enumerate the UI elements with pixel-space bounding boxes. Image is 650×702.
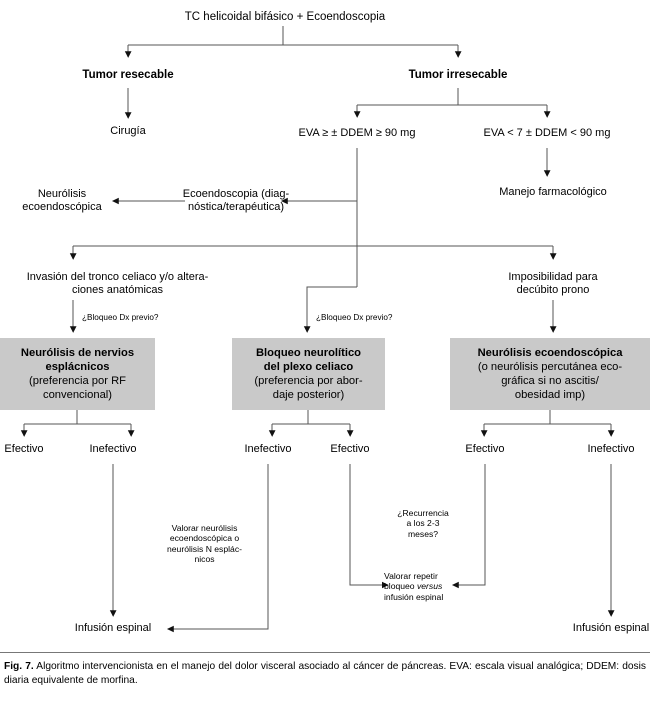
outcome-4-label: Efectivo	[330, 443, 370, 455]
node-manejo-farmacologico: Manejo farmacológico	[463, 186, 643, 199]
gbox1-title-line1: Neurólisis de nervios	[20, 347, 135, 359]
gbox3-sub-line2: gráfica si no ascitis/	[501, 375, 599, 387]
terminal-infusion-espinal-left: Infusión espinal	[55, 622, 171, 635]
node-root-label: TC helicoidal bifásico + Ecoendoscopia	[184, 11, 386, 23]
node-imposibilidad-line1: Imposibilidad para	[508, 271, 598, 283]
annotation-valorar-repetir-line2: bloqueo versus	[384, 581, 458, 591]
label-bloqueo-dx-previo-middle: ¿Bloqueo Dx previo?	[316, 313, 436, 323]
node-manejo-farmacologico-label: Manejo farmacológico	[499, 186, 607, 198]
outcome-3: Inefectivo	[227, 443, 309, 456]
node-ecoendoscopia-line2: nóstica/terapéutica)	[188, 201, 284, 214]
terminal-infusion-espinal-right-label: Infusión espinal	[572, 622, 650, 634]
annotation-valorar-repetir-line1: Valorar repetir	[384, 571, 438, 581]
annotation-recurrencia-line1: ¿Recurrencia	[397, 508, 449, 518]
label-bloqueo-dx-previo-left: ¿Bloqueo Dx previo?	[82, 313, 202, 323]
annotation-valorar-neurolisis-line1: Valorar neurólisis	[171, 523, 238, 533]
annotation-recurrencia: ¿Recurrencia a los 2-3 meses?	[378, 508, 468, 539]
annotation-valorar-repetir-bloqueo: Valorar repetir bloqueo versus infusión …	[384, 571, 458, 602]
gbox1-sub-line1: (preferencia por RF	[29, 375, 126, 387]
node-imposibilidad-line2: decúbito prono	[516, 284, 590, 297]
annotation-valorar-repetir-line2-a: bloqueo	[384, 581, 417, 592]
node-imposibilidad-decubito-prono: Imposibilidad para decúbito prono	[463, 271, 643, 298]
annotation-valorar-neurolisis: Valorar neurólisis ecoendoscópica o neur…	[147, 523, 262, 565]
node-eva-alta: EVA ≥ ± DDEM ≥ 90 mg	[267, 127, 447, 140]
annotation-valorar-repetir-line3: infusión espinal	[384, 591, 444, 602]
node-eva-baja: EVA < 7 ± DDEM < 90 mg	[457, 127, 637, 140]
node-tumor-resecable: Tumor resecable	[43, 68, 213, 82]
annotation-recurrencia-line2: a los 2-3	[406, 518, 440, 529]
node-invasion-line1: Invasión del tronco celiaco y/o altera-	[26, 271, 209, 283]
gbox2-sub-line1: (preferencia por abor-	[254, 375, 363, 387]
figure-caption-text: Algoritmo intervencionista en el manejo …	[4, 661, 646, 686]
node-cirugia: Cirugía	[68, 125, 188, 138]
node-neurolisis-ecoendoscopica-left: Neurólisis ecoendoscópica	[8, 188, 116, 215]
gbox2-sub-line2: daje posterior)	[272, 389, 345, 401]
gbox1-sub-line2: convencional)	[42, 389, 113, 401]
annotation-valorar-neurolisis-line4: nicos	[194, 554, 215, 565]
gbox1-title-line2: esplácnicos	[45, 361, 110, 373]
outcome-1-label: Efectivo	[4, 443, 44, 455]
outcome-6-label: Inefectivo	[587, 443, 635, 455]
node-root: TC helicoidal bifásico + Ecoendoscopia	[140, 10, 430, 24]
node-tumor-resecable-label: Tumor resecable	[82, 69, 174, 81]
gbox2-title-line1: Bloqueo neurolítico	[255, 347, 362, 359]
node-cirugia-label: Cirugía	[110, 125, 146, 137]
caption-divider	[0, 652, 650, 653]
node-ecoendoscopia-diagnostica: Ecoendoscopia (diag- nóstica/terapéutica…	[182, 188, 290, 215]
outcome-6: Inefectivo	[570, 443, 650, 456]
node-tumor-irresecable-label: Tumor irresecable	[408, 69, 508, 81]
node-eva-baja-label: EVA < 7 ± DDEM < 90 mg	[483, 127, 611, 139]
outcome-2-label: Inefectivo	[89, 443, 137, 455]
gbox3-title-line1: Neurólisis ecoendoscópica	[477, 347, 623, 359]
annotation-valorar-repetir-line2-em: versus	[416, 581, 443, 592]
gbox3-sub-line3: obesidad imp)	[514, 389, 586, 401]
outcome-5-label: Efectivo	[465, 443, 505, 455]
node-invasion-tronco-celiaco: Invasión del tronco celiaco y/o altera- …	[0, 271, 235, 298]
outcome-4: Efectivo	[311, 443, 389, 456]
label-bloqueo-dx-previo-middle-text: ¿Bloqueo Dx previo?	[316, 313, 393, 322]
figure-caption: Fig. 7. Algoritmo intervencionista en el…	[4, 660, 646, 688]
gray-box-bloqueo-neurolitico-plexo-celiaco[interactable]: Bloqueo neurolítico del plexo celiaco (p…	[232, 338, 385, 410]
node-tumor-irresecable: Tumor irresecable	[373, 68, 543, 82]
node-invasion-line2: ciones anatómicas	[71, 284, 164, 297]
gray-box-neurolisis-nervios-esplacnicos[interactable]: Neurólisis de nervios esplácnicos (prefe…	[0, 338, 155, 410]
annotation-recurrencia-line3: meses?	[407, 528, 439, 539]
node-ecoendoscopia-line1: Ecoendoscopia (diag-	[182, 188, 290, 200]
annotation-valorar-neurolisis-line3: neurólisis N esplác-	[167, 543, 242, 554]
terminal-infusion-espinal-left-label: Infusión espinal	[74, 622, 152, 634]
gray-box-neurolisis-ecoendoscopica[interactable]: Neurólisis ecoendoscópica (o neurólisis …	[450, 338, 650, 410]
outcome-3-label: Inefectivo	[244, 443, 292, 455]
gbox2-title-line2: del plexo celiaco	[263, 361, 354, 373]
label-bloqueo-dx-previo-left-text: ¿Bloqueo Dx previo?	[82, 313, 159, 322]
node-eva-alta-label: EVA ≥ ± DDEM ≥ 90 mg	[298, 127, 416, 139]
figure-caption-label: Fig. 7.	[4, 661, 34, 672]
annotation-valorar-neurolisis-line2: ecoendoscópica o	[169, 533, 240, 544]
outcome-2: Inefectivo	[72, 443, 154, 456]
gbox3-sub-line1: (o neurólisis percutánea eco-	[477, 361, 623, 373]
terminal-infusion-espinal-right: Infusión espinal	[553, 622, 650, 635]
outcome-1: Efectivo	[0, 443, 64, 456]
node-neurolisis-eco-line2: ecoendoscópica	[22, 201, 102, 214]
outcome-5: Efectivo	[446, 443, 524, 456]
node-neurolisis-eco-line1: Neurólisis	[37, 188, 87, 200]
